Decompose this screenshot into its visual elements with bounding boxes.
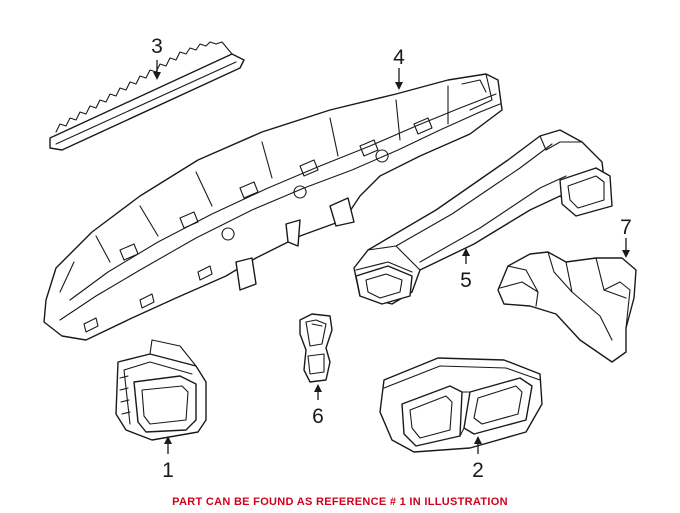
part-2-vent[interactable] xyxy=(379,357,543,453)
callout-1: 1 xyxy=(162,459,174,482)
part-3-strip[interactable] xyxy=(49,41,245,151)
callout-6: 6 xyxy=(312,405,324,428)
part-1-vent[interactable] xyxy=(115,339,207,441)
leader-lines xyxy=(153,60,630,454)
callout-3: 3 xyxy=(151,35,163,58)
part-7-duct[interactable] xyxy=(497,251,637,363)
part-4-duct-assembly[interactable] xyxy=(43,73,503,341)
part-5-duct[interactable] xyxy=(353,129,613,305)
callout-4: 4 xyxy=(393,46,405,69)
part-6-clip[interactable] xyxy=(299,313,333,383)
callout-7: 7 xyxy=(620,216,632,239)
callout-5: 5 xyxy=(460,269,472,292)
reference-note: PART CAN BE FOUND AS REFERENCE # 1 IN IL… xyxy=(172,496,508,508)
callout-2: 2 xyxy=(472,459,484,482)
